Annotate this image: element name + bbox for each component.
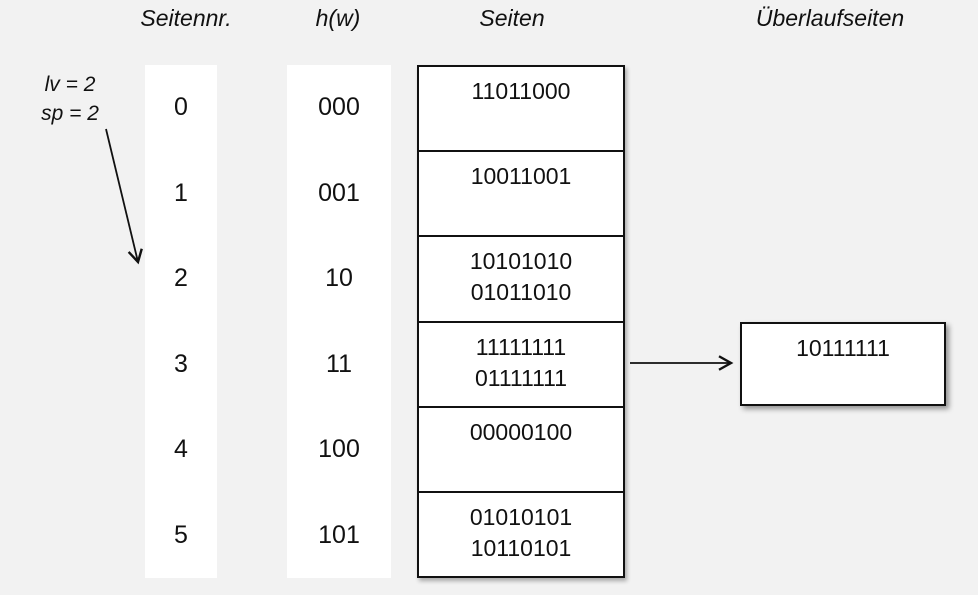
seitennr-cell: 2 [174,264,188,293]
page-entry: 10101010 [469,248,573,275]
seitennr-cell: 4 [174,435,188,464]
seiten-table: 11011000 10011001 10101010 01011010 1111… [417,65,625,578]
level-split-annotation: lv = 2 sp = 2 [24,70,116,128]
seiten-row-2: 10101010 01011010 [419,237,623,323]
seitennr-cell: 0 [174,93,188,122]
column-seitennr: 0 1 2 3 4 5 [145,65,217,578]
seiten-row-5: 01010101 10110101 [419,493,623,576]
page-entry: 01011010 [470,279,572,306]
seiten-row-3: 11111111 01111111 [419,323,623,408]
seiten-row-0: 11011000 [419,67,623,153]
header-hw: h(w) [315,5,361,31]
page-entry: 11111111 [475,333,567,360]
seitennr-cell: 5 [174,520,188,549]
header-seitennr: Seitennr. [140,5,232,31]
seitennr-cell: 1 [174,178,188,207]
hw-cell: 10 [325,264,353,293]
page-entry: 10011001 [470,163,572,190]
overflow-page-box: 10111111 [740,322,946,406]
pointer-arrow-lv-sp [105,128,143,265]
annotation-sp: sp = 2 [41,102,99,125]
page-entry: 00000100 [469,418,573,445]
hw-cell: 001 [318,178,360,207]
page-entry: 11011000 [471,78,571,104]
seitennr-cell: 3 [174,349,188,378]
column-hw: 000 001 10 11 100 101 [287,65,391,578]
hw-cell: 11 [326,349,352,378]
hw-cell: 100 [318,435,360,464]
page-entry: 01010101 [469,503,573,530]
seiten-row-1: 10011001 [419,152,623,238]
header-seiten: Seiten [479,5,545,31]
page-entry: 10110101 [470,534,572,561]
page-entry: 01111111 [474,364,568,391]
header-ueberlaufseiten: Überlaufseiten [755,5,905,31]
seiten-row-4: 00000100 [419,408,623,493]
annotation-lv: lv = 2 [44,73,96,96]
overflow-entry: 10111111 [796,335,890,361]
hw-cell: 000 [318,93,360,122]
hw-cell: 101 [318,520,360,549]
